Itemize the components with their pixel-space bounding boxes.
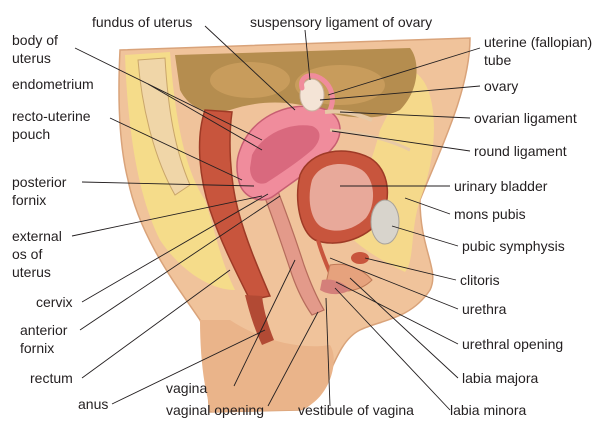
leader-clitoris [365,258,456,280]
label-urinary-bladder: urinary bladder [454,178,547,194]
label-anus: anus [78,396,108,412]
label-recto-uterine-line2: pouch [12,126,50,142]
label-vaginal-opening: vaginal opening [166,402,264,418]
leader-mons [405,198,450,214]
label-ovary: ovary [484,78,518,94]
label-urethral-opening: urethral opening [462,336,563,352]
label-body-of-uterus-line2: uterus [12,50,51,66]
label-posterior-fornix-line2: fornix [12,192,46,208]
leader-body [75,48,262,140]
label-labia-minora: labia minora [450,402,526,418]
label-urethra: urethra [462,301,506,317]
label-recto-uterine-line1: recto-uterine [12,108,91,124]
leader-rectum [82,270,230,378]
leader-vaginal-opening [268,312,318,406]
leader-symphysis [392,226,458,246]
label-fallopian-line2: tube [484,52,511,68]
leader-urethra [330,258,458,309]
label-vestibule: vestibule of vagina [298,402,414,418]
leader-ovary [320,86,480,100]
label-external-os-line3: uterus [12,264,51,280]
leader-ovarian-lig [340,112,470,118]
label-pubic-symphysis: pubic symphysis [462,238,565,254]
label-clitoris: clitoris [460,272,500,288]
leader-external-os [72,196,262,236]
label-suspensory-ligament: suspensory ligament of ovary [250,14,432,30]
label-posterior-fornix-line1: posterior [12,174,66,190]
label-fundus: fundus of uterus [92,14,192,30]
leader-suspensory [305,30,310,80]
label-endometrium: endometrium [12,76,94,92]
label-anterior-fornix-line1: anterior [20,322,67,338]
leader-vestibule [326,298,330,406]
label-external-os-line2: os of [12,246,42,262]
leader-posterior [82,182,254,186]
leader-labia-minora [335,288,450,410]
label-fallopian-line1: uterine (fallopian) [484,34,592,50]
leader-round-lig [332,131,470,151]
label-labia-majora: labia majora [462,370,538,386]
label-anterior-fornix-line2: fornix [20,340,54,356]
leader-urethral-opening [336,282,458,344]
label-cervix: cervix [36,294,73,310]
leader-anterior [80,196,280,330]
label-vagina: vagina [166,380,207,396]
label-body-of-uterus-line1: body of [12,32,58,48]
leader-vagina [234,260,295,386]
leader-cervix [82,194,268,302]
label-mons-pubis: mons pubis [454,206,526,222]
label-ovarian-ligament: ovarian ligament [474,110,577,126]
label-rectum: rectum [30,370,73,386]
leader-endometrium [148,84,262,150]
leader-fundus [205,26,295,110]
label-external-os-line1: external [12,228,62,244]
leader-labia-majora [350,278,458,378]
label-round-ligament: round ligament [474,143,567,159]
